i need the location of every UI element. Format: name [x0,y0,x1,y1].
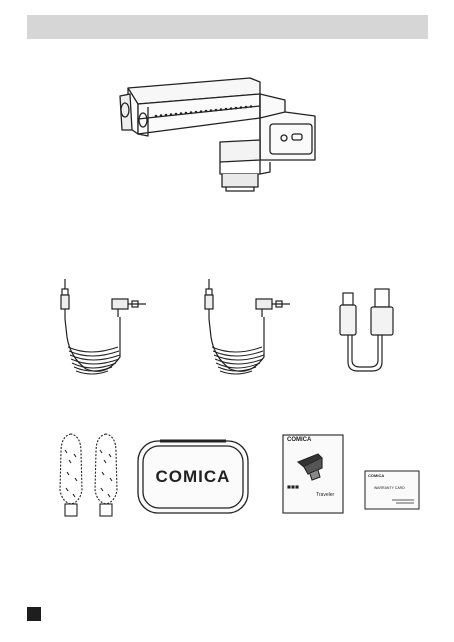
case-brand-logo: COMICA [134,467,252,487]
warranty-card-illustration: COMICA WARRANTY CARD [364,470,420,510]
card-brand: COMICA [368,473,384,478]
microphone-device-illustration [110,72,335,192]
manual-brand: COMICA [287,437,311,443]
trs-coiled-cable-2-illustration [202,277,294,382]
trs-coiled-cable-1-illustration [58,277,150,382]
furry-windscreen-1-illustration [57,432,85,518]
user-manual-illustration: COMICA Traveler [282,434,344,514]
section-header-bar [27,15,428,39]
carrying-case-illustration: COMICA [134,437,252,517]
furry-windscreen-2-illustration [92,432,120,518]
card-text: WARRANTY CARD [374,486,405,490]
manual-title: Traveler [316,492,334,498]
page-marker [27,607,41,621]
usb-c-cable-illustration [334,287,400,375]
